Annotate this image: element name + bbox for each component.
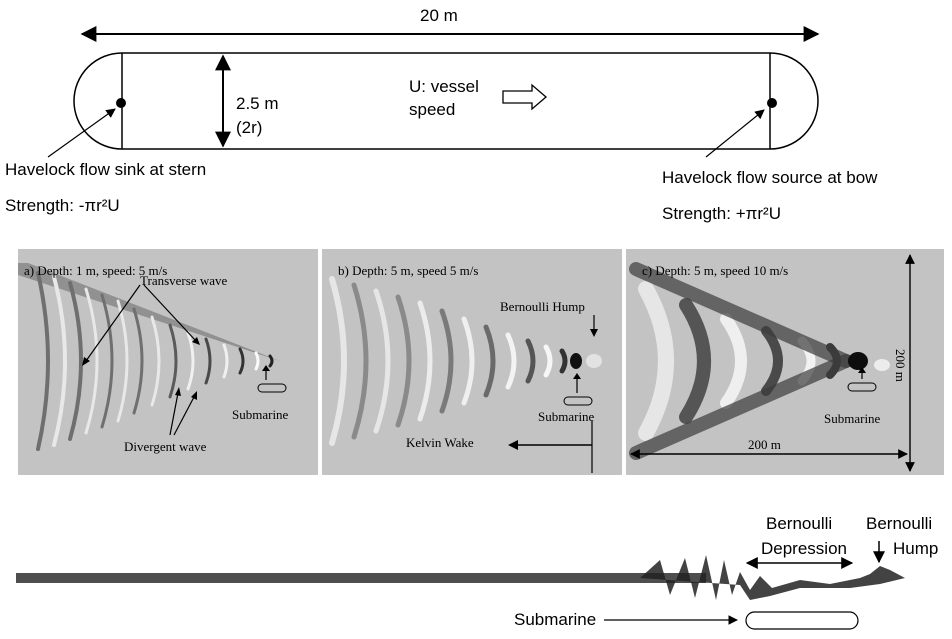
submarine-icon — [257, 383, 287, 393]
submarine-icon — [563, 396, 593, 406]
panel-b-title: b) Depth: 5 m, speed 5 m/s — [338, 263, 479, 278]
submarine-outline — [745, 611, 859, 630]
kelvin-wake-label: Kelvin Wake — [406, 435, 474, 450]
panel-b-wave-field — [329, 276, 602, 473]
depression-label-line2: Depression — [761, 539, 847, 558]
sink-strength: Strength: -πr²U — [5, 196, 120, 215]
sink-leader — [47, 108, 116, 158]
profile-submarine-label: Submarine — [514, 610, 597, 629]
panel-b: b) Depth: 5 m, speed 5 m/s Bernoulli Hum… — [322, 249, 622, 475]
panel-b-submarine-label: Submarine — [538, 409, 595, 424]
radius-label: (2r) — [236, 118, 263, 137]
transverse-wave-label: Transverse wave — [140, 273, 228, 288]
panel-c-title: c) Depth: 5 m, speed 10 m/s — [642, 263, 789, 278]
length-label: 20 m — [420, 6, 458, 25]
panel-a-submarine-label: Submarine — [232, 407, 289, 422]
source-leader — [705, 109, 765, 158]
vessel-schematic-graphic — [47, 26, 820, 158]
submarine-icon — [847, 382, 877, 392]
panel-c: c) Depth: 5 m, speed 10 m/s Submarine 20… — [626, 249, 944, 475]
panel-c-width-label: 200 m — [748, 437, 781, 452]
bernoulli-hump-label: Bernoulli Hump — [500, 299, 585, 314]
depression-label-line1: Bernoulli — [766, 514, 833, 533]
sink-label: Havelock flow sink at stern — [5, 160, 207, 179]
source-strength: Strength: +πr²U — [662, 204, 781, 223]
diameter-label: 2.5 m — [236, 94, 279, 113]
panel-a-title: a) Depth: 1 m, speed: 5 m/s — [24, 263, 168, 278]
panel-a-wave-field — [18, 263, 287, 451]
divergent-wave-label: Divergent wave — [124, 439, 207, 454]
speed-label-line1: U: vessel — [409, 77, 479, 96]
bow-source-dot — [767, 98, 777, 108]
speed-label-line2: speed — [409, 100, 456, 119]
panel-c-submarine-label: Submarine — [824, 411, 881, 426]
hump-label-line2: Hump — [893, 539, 939, 558]
panel-a: a) Depth: 1 m, speed: 5 m/s Transverse w… — [18, 249, 318, 475]
panel-c-wave-field — [629, 254, 915, 472]
hump-label-line1: Bernoulli — [866, 514, 933, 533]
stern-sink-dot — [116, 98, 126, 108]
source-label: Havelock flow source at bow — [662, 168, 878, 187]
speed-arrow-icon — [502, 83, 547, 111]
